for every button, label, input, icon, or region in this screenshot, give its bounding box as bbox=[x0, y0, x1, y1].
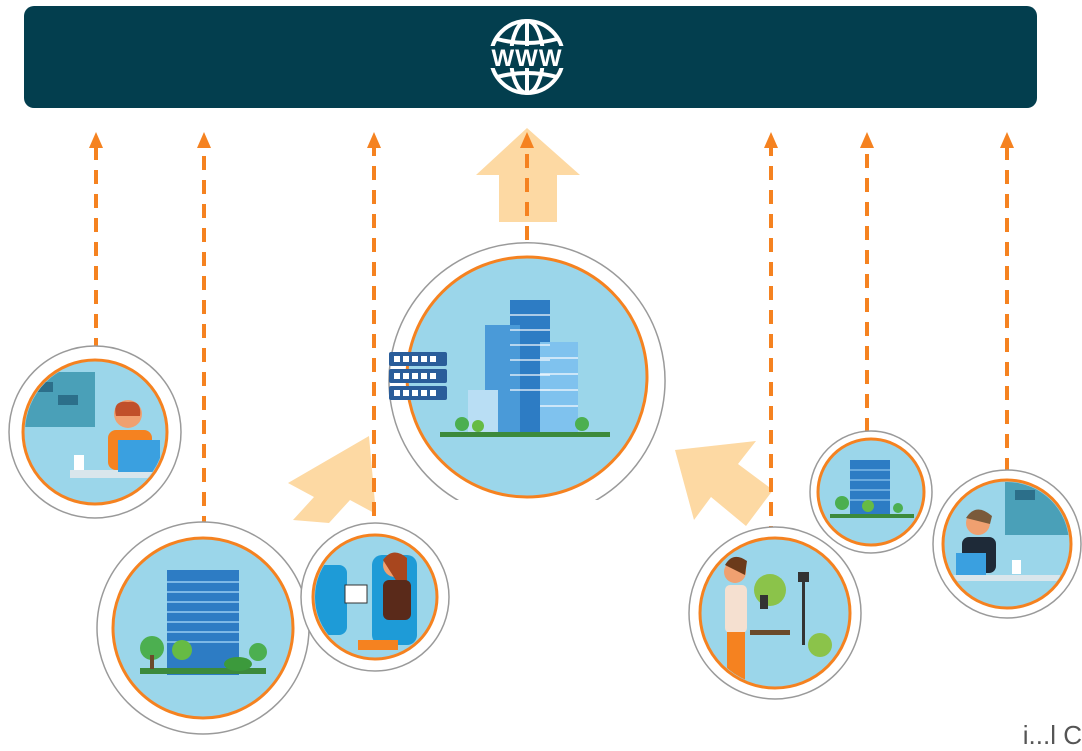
small-building-icon bbox=[830, 460, 914, 518]
node-branch-office-building bbox=[96, 521, 310, 735]
node-headquarters-datacenter bbox=[388, 242, 666, 510]
skyscrapers-server-icon bbox=[440, 300, 610, 437]
office-building-icon bbox=[140, 570, 267, 675]
big-arrow-up bbox=[476, 128, 580, 222]
globe-www-icon: WWW bbox=[483, 19, 571, 95]
node-traveler-on-train bbox=[300, 522, 450, 672]
node-mobile-user-park bbox=[688, 526, 862, 700]
node-remote-worker-office bbox=[932, 469, 1082, 619]
dashed-arrows bbox=[94, 146, 1009, 540]
train-passenger-icon bbox=[315, 552, 417, 650]
www-label: WWW bbox=[492, 45, 563, 72]
node-remote-worker-home-office bbox=[8, 345, 182, 519]
big-arrow-left bbox=[288, 436, 376, 523]
footer-fragment: i...l C bbox=[1022, 720, 1082, 750]
server-rack-icon bbox=[389, 352, 447, 400]
woman-phone-park-icon bbox=[724, 556, 832, 686]
node-small-branch-office bbox=[809, 430, 933, 554]
big-arrow-right bbox=[675, 441, 773, 526]
arrow-heads bbox=[89, 132, 1014, 148]
